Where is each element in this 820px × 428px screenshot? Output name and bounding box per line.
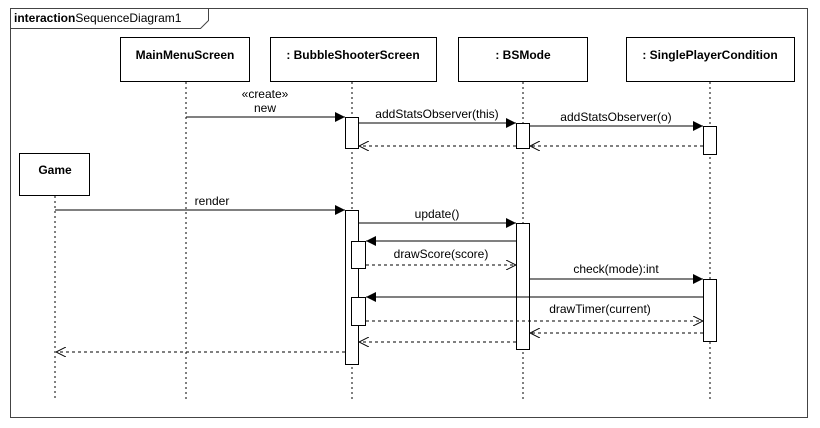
activation-bubble-4 — [351, 297, 366, 326]
message-drawscore-label: drawScore(score) — [394, 247, 489, 261]
lifeline-single: : SinglePlayerCondition — [626, 37, 795, 82]
message-update: update() — [358, 207, 516, 228]
lifeline-bubble-label: : BubbleShooterScreen — [286, 48, 419, 62]
activation-bsmode-2 — [516, 223, 530, 350]
interaction-frame: interactionSequenceDiagram1 — [10, 8, 808, 418]
activation-bsmode-1 — [516, 123, 530, 149]
message-addstats-o: addStatsObserver(o) — [529, 110, 703, 131]
lifeline-bubble: : BubbleShooterScreen — [270, 37, 437, 82]
lifeline-bsmode-label: : BSMode — [495, 48, 551, 62]
frame-name-label: SequenceDiagram1 — [75, 11, 181, 25]
lifeline-mainmenu: MainMenuScreen — [120, 37, 250, 82]
lifeline-mainmenu-label: MainMenuScreen — [136, 48, 235, 62]
svg-text:interactionSequenceDiagram1: interactionSequenceDiagram1 — [14, 11, 182, 25]
message-render-label: render — [195, 194, 230, 208]
activation-single-2 — [703, 279, 717, 342]
message-new-label: new — [254, 101, 276, 115]
activation-single-1 — [703, 126, 717, 155]
message-check-label: check(mode):int — [573, 262, 659, 276]
message-new-stereotype: «create» — [242, 87, 289, 101]
lifeline-game-label: Game — [38, 163, 72, 177]
message-render: render — [55, 194, 345, 215]
message-check: check(mode):int — [530, 262, 703, 284]
lifeline-game: Game — [19, 153, 90, 196]
return-drawscore: drawScore(score) — [366, 247, 516, 265]
lifeline-single-label: : SinglePlayerCondition — [642, 48, 777, 62]
message-addstats-this-label: addStatsObserver(this) — [375, 107, 498, 121]
lifeline-bsmode: : BSMode — [458, 37, 588, 82]
activation-bubble-2 — [345, 210, 359, 365]
return-drawtimer: drawTimer(current) — [366, 302, 703, 321]
message-drawtimer-label: drawTimer(current) — [549, 302, 651, 316]
frame-kind-label: interaction — [14, 11, 75, 25]
activation-bubble-1 — [345, 117, 359, 149]
activation-bubble-3 — [351, 241, 366, 269]
message-addstats-o-label: addStatsObserver(o) — [560, 110, 671, 124]
message-update-label: update() — [415, 207, 460, 221]
message-new: «create» new — [186, 87, 345, 122]
message-addstats-this: addStatsObserver(this) — [358, 107, 516, 128]
